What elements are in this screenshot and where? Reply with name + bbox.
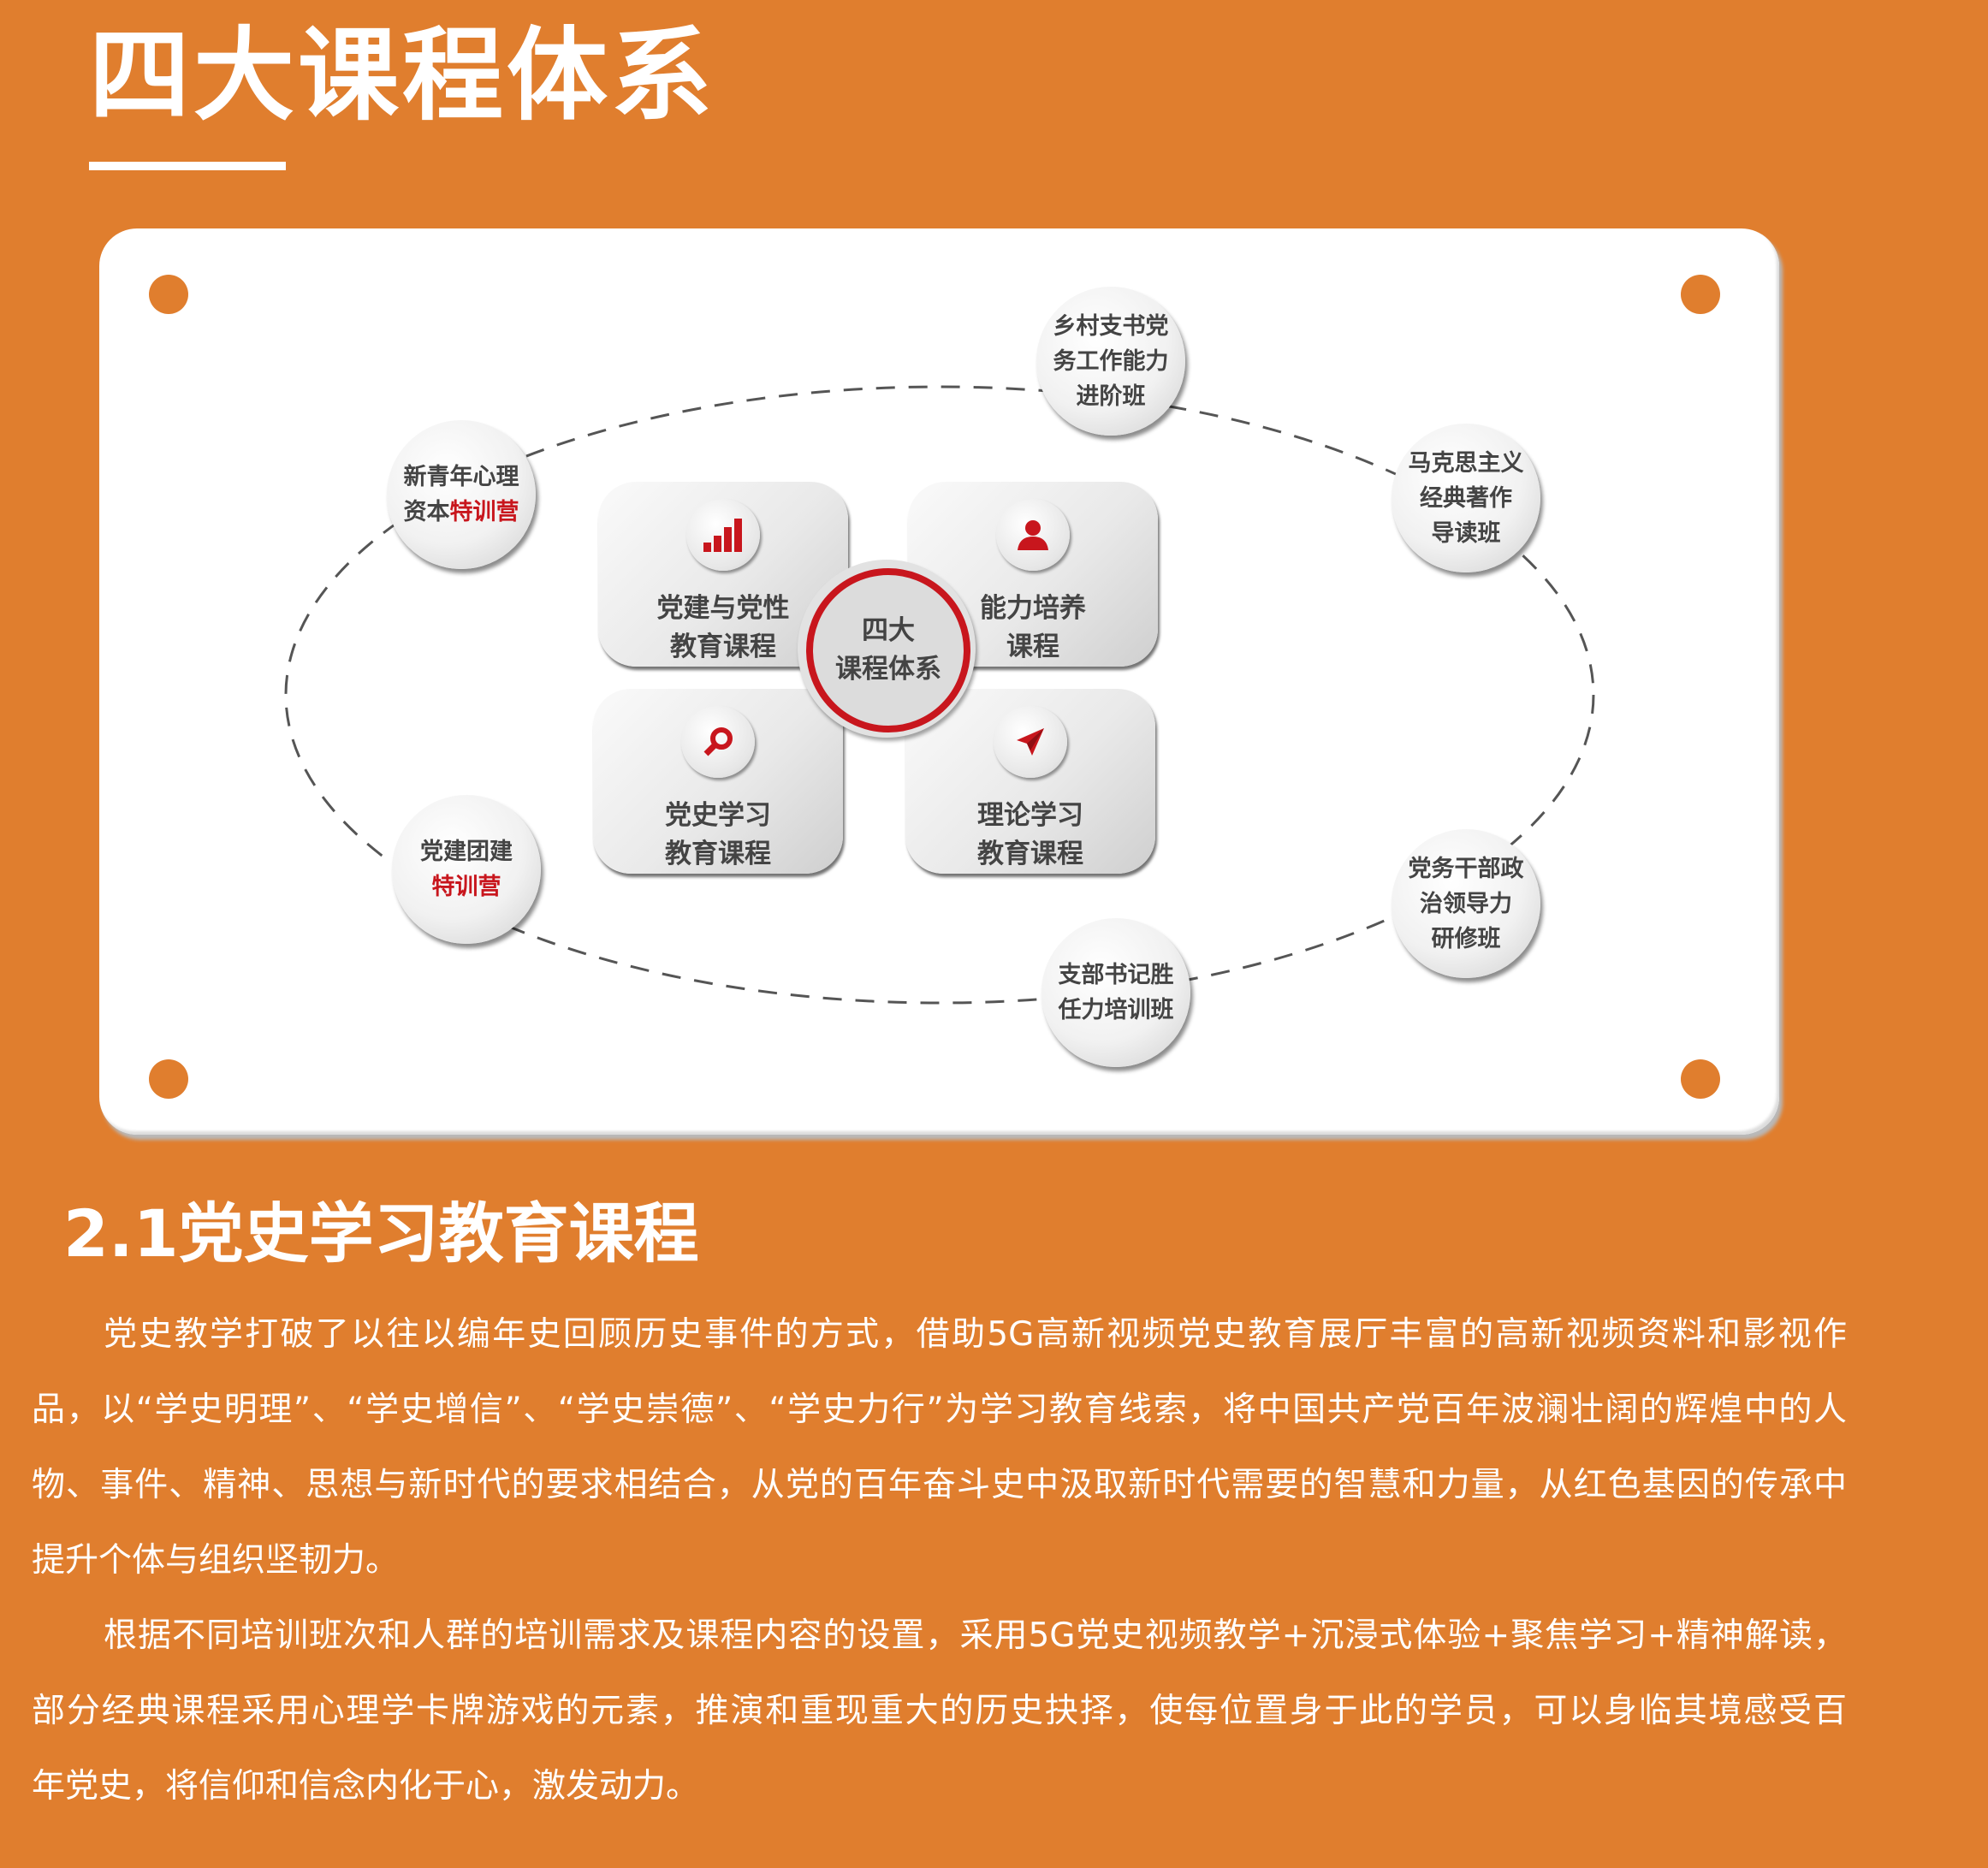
node-text: 任力培训班 [1058,997,1174,1023]
node-text: 治领导力 [1420,890,1512,917]
section-heading: 2.1党史学习教育课程 [63,1195,699,1272]
tile-party-history: 党史学习教育课程 [593,689,843,874]
node-team-building-camp: 党建团建 特训营 [392,795,541,944]
node-text: 研修班 [1431,925,1501,952]
tile-text: 理论学习 [977,800,1083,831]
node-village-secretary-class: 乡村支书党 务工作能力 进阶班 [1036,287,1185,436]
hub-text: 四大 [862,615,915,646]
search-icon [681,706,755,778]
node-marxism-reading-class: 马克思主义 经典著作 导读班 [1392,424,1540,572]
node-youth-psychology-camp: 新青年心理 资本特训营 [387,420,536,569]
tile-text: 党史学习 [665,800,771,831]
paragraph-line: 部分经典课程采用心理学卡牌游戏的元素，推演和重现重大的历史抉择，使每位置身于此的… [32,1692,1847,1730]
center-hub: 四大 课程体系 [798,560,976,738]
node-text: 党务干部政 [1408,855,1524,882]
tile-theory: 理论学习教育课程 [905,689,1155,874]
node-text: 务工作能力 [1053,347,1169,375]
tile-text: 教育课程 [665,839,771,869]
dashed-orbit [284,385,1595,1005]
node-text-red: 特训营 [431,874,501,900]
paper-plane-icon [994,706,1067,778]
node-branch-secretary-class: 支部书记胜 任力培训班 [1041,918,1190,1067]
tile-text: 能力培养 [980,593,1086,624]
title-underline [89,162,286,170]
node-text: 经典著作 [1420,484,1512,512]
corner-dot [149,1059,188,1099]
node-text: 新青年心理 [403,464,519,490]
node-text-red: 特训营 [449,499,519,525]
corner-dot [149,275,188,314]
paragraph-line: 物、事件、精神、思想与新时代的要求相结合，从党的百年奋斗史中汲取新时代需要的智慧… [32,1466,1847,1504]
bar-chart-icon [686,499,760,571]
paragraph-line: 党史教学打破了以往以编年史回顾历史事件的方式，借助5G高新视频党史教育展厅丰富的… [104,1315,1847,1354]
node-text: 党建团建 [420,839,513,865]
node-text: 马克思主义 [1408,449,1524,477]
node-text: 导读班 [1431,519,1501,547]
tile-text: 教育课程 [977,839,1083,869]
page-title: 四大课程体系 [89,16,716,134]
node-text: 乡村支书党 [1053,312,1169,340]
paragraph-line: 根据不同培训班次和人群的培训需求及课程内容的设置，采用5G党史视频教学+沉浸式体… [104,1616,1847,1655]
tile-text: 课程 [1006,632,1059,662]
corner-dot [1681,1059,1720,1099]
paragraph-line: 提升个体与组织坚韧力。 [32,1541,400,1580]
user-icon [996,499,1070,571]
paragraph-line: 年党史，将信仰和信念内化于心，激发动力。 [32,1767,700,1806]
hub-text: 课程体系 [835,654,941,685]
node-cadre-leadership-class: 党务干部政 治领导力 研修班 [1392,829,1540,978]
paragraph-line: 品，以“学史明理”、“学史增信”、“学史崇德”、“学史力行”为学习教育线索，将中… [32,1391,1847,1429]
tile-text: 教育课程 [670,632,776,662]
node-text: 进阶班 [1076,382,1146,410]
node-text: 支部书记胜 [1058,962,1174,988]
tile-text: 党建与党性 [656,593,790,624]
corner-dot [1681,275,1720,314]
node-text: 资本 [403,499,450,525]
